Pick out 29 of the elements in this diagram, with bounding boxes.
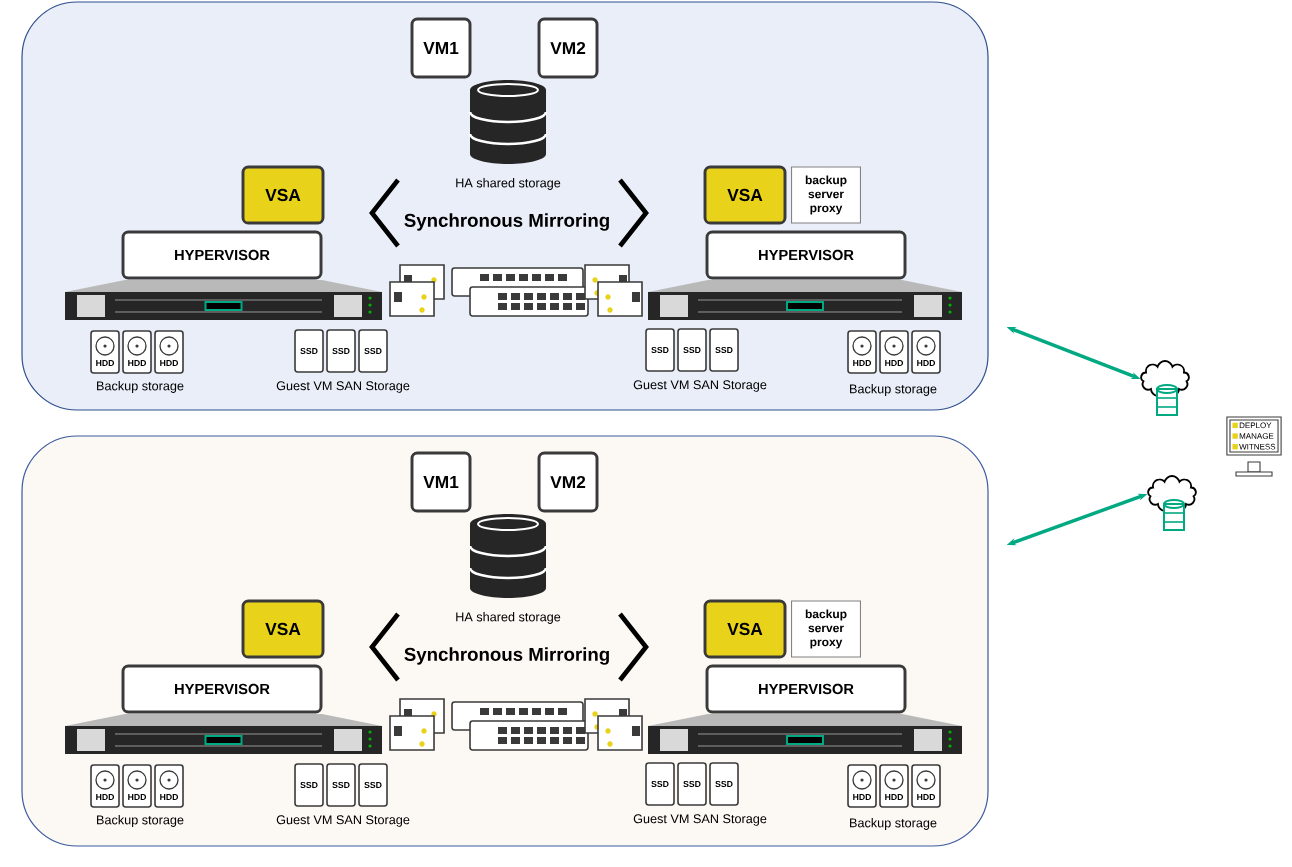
hypervisor-box: HYPERVISOR	[705, 230, 907, 280]
storage-caption: Backup storage	[850, 384, 937, 396]
storage-caption: Backup storage	[97, 815, 184, 827]
vsa-box: VSA	[241, 599, 325, 659]
vm-box: VM1	[410, 451, 472, 513]
storage-caption: Backup storage	[850, 818, 937, 830]
storage-caption: Guest VM SAN Storage	[633, 814, 767, 826]
vm-box: VM2	[537, 17, 599, 79]
hypervisor-box: HYPERVISOR	[705, 664, 907, 714]
storage-caption: Backup storage	[97, 381, 184, 393]
hypervisor-box: HYPERVISOR	[121, 664, 323, 714]
monitor-screen: DEPLOY MANAGE WITNESS	[1226, 416, 1282, 456]
vm-box: VM1	[410, 17, 472, 79]
storage-caption: Guest VM SAN Storage	[276, 381, 410, 393]
cloud-database-icon	[1147, 475, 1197, 531]
vsa-box: VSA	[703, 165, 787, 225]
vsa-box: VSA	[241, 165, 325, 225]
proxy-box: backup server proxy	[791, 166, 861, 224]
mirroring-title: Synchronous Mirroring	[404, 647, 609, 665]
cloud-database-icon	[1140, 360, 1190, 416]
storage-caption: Guest VM SAN Storage	[276, 815, 410, 827]
vsa-box: VSA	[703, 599, 787, 659]
storage-label: HA shared storage	[456, 178, 561, 190]
mirroring-title: Synchronous Mirroring	[404, 213, 609, 231]
vm-box: VM2	[537, 451, 599, 513]
storage-caption: Guest VM SAN Storage	[633, 380, 767, 392]
proxy-box: backup server proxy	[791, 600, 861, 658]
storage-label: HA shared storage	[456, 612, 561, 624]
hypervisor-box: HYPERVISOR	[121, 230, 323, 280]
